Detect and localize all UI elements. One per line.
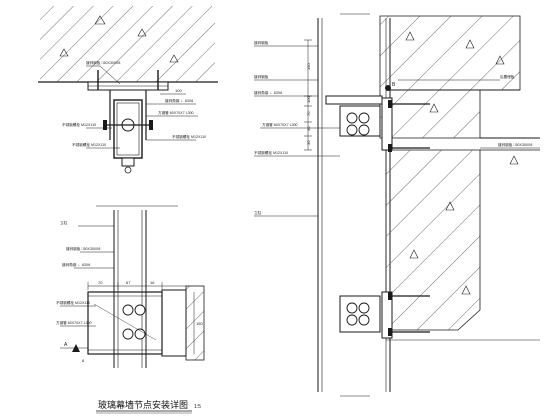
label-bolt-b: 不锈钢螺栓 M12X110 bbox=[56, 300, 90, 305]
aggregate-mark bbox=[461, 285, 471, 295]
right-detail: 150 100 70 40 30 镀锌钢板 镀锌钢板 镀锌角钢 ∟ 63X6 方… bbox=[254, 13, 540, 397]
label-tube-a: 方钢管 60X70X7 L300 bbox=[158, 110, 194, 115]
right-label-6: 立柱 bbox=[254, 210, 262, 215]
tag-b: B bbox=[392, 82, 396, 88]
label-angle-steel: 镀锌角钢 ∟ 63X6 bbox=[165, 98, 193, 103]
tag-a: A bbox=[64, 342, 68, 348]
dim-70: 70 bbox=[98, 280, 103, 285]
right-dim-150: 150 bbox=[306, 63, 311, 70]
label-steel-top: 100 bbox=[175, 88, 182, 93]
aggregate-mark bbox=[409, 249, 419, 259]
embed-plate-b bbox=[161, 289, 187, 357]
bolt-symbol bbox=[134, 304, 146, 316]
right-label-4: 方钢管 60X70X7 L300 bbox=[262, 122, 298, 127]
right-dim-30: 30 bbox=[306, 140, 311, 145]
label-right-top: 立柱 bbox=[60, 220, 68, 225]
bottom-left-detail: 70 67 16 150 A 8 立柱 镀锌钢板 □50X300X8 镀锌角钢 … bbox=[56, 205, 205, 368]
right-dim-100: 100 bbox=[306, 96, 311, 103]
label-cap-plate-b: 镀锌钢板 □50X300X8 bbox=[66, 246, 100, 251]
right-label-1: 镀锌钢板 bbox=[254, 40, 269, 45]
dim-16: 16 bbox=[150, 280, 155, 285]
bolt-symbol bbox=[346, 302, 358, 314]
right-label-7: 后置埋板 bbox=[500, 74, 515, 79]
upper-slab bbox=[379, 15, 521, 139]
bolt-symbol bbox=[346, 314, 358, 326]
label-bolt-a-left: 不锈钢螺栓 M12X110 bbox=[62, 122, 96, 127]
lower-wall bbox=[385, 149, 481, 331]
aggregate-mark bbox=[169, 54, 179, 63]
drawing-title: 玻璃幕墙节点安装详图 bbox=[98, 399, 188, 410]
bolt-symbol bbox=[358, 314, 370, 326]
aggregate-mark bbox=[137, 28, 147, 37]
aggregate-mark bbox=[94, 15, 106, 25]
dim-8: 8 bbox=[82, 358, 85, 363]
bolt-symbol bbox=[346, 124, 358, 136]
right-label-5: 不锈钢螺栓 M12X110 bbox=[254, 150, 288, 155]
dim-67: 67 bbox=[126, 280, 131, 285]
bolt-symbol bbox=[358, 302, 370, 314]
dim-150: 150 bbox=[196, 321, 203, 326]
bolt-symbol bbox=[346, 112, 358, 124]
bolt-symbol bbox=[122, 328, 134, 340]
aggregate-mark bbox=[445, 201, 455, 211]
bolt-symbol bbox=[358, 112, 370, 124]
title-block: 玻璃幕墙节点安装详图 1:5 bbox=[96, 399, 201, 414]
right-label-2: 镀锌钢板 bbox=[254, 74, 269, 79]
label-angle-b: 镀锌角钢 ∟ 63X6 bbox=[62, 262, 90, 267]
label-tube-b: 方钢管 60X70X7 L300 bbox=[56, 320, 92, 325]
aggregate-mark bbox=[509, 155, 519, 165]
aggregate-mark bbox=[465, 39, 475, 49]
upper-bracket-plate bbox=[325, 95, 383, 105]
right-label-3: 镀锌角钢 ∟ 63X6 bbox=[254, 90, 282, 95]
right-dim-70: 70 bbox=[306, 111, 311, 116]
aggregate-mark bbox=[59, 48, 69, 57]
drawing-scale: 1:5 bbox=[194, 404, 201, 410]
top-left-detail: 镀锌钢板 □50X300X8 100 镀锌角钢 ∟ 63X6 方钢管 60X70… bbox=[38, 6, 218, 174]
aggregate-mark bbox=[495, 55, 505, 65]
right-label-8: 镀锌钢板 □50X300X8 bbox=[498, 142, 532, 147]
bolt-symbol bbox=[358, 124, 370, 136]
bolt-symbol bbox=[122, 304, 134, 316]
label-cap-plate-a: 镀锌钢板 □50X300X8 bbox=[86, 60, 120, 65]
lower-bracket bbox=[339, 295, 381, 333]
label-bolt-a-right: 不锈钢螺栓 M12X110 bbox=[172, 134, 206, 139]
bolt-symbol bbox=[134, 328, 146, 340]
aggregate-mark bbox=[429, 103, 439, 113]
right-dim-40: 40 bbox=[306, 126, 311, 131]
label-bolt-a-lower: 不锈钢螺栓 M12X110 bbox=[72, 142, 106, 147]
concrete-slab bbox=[40, 6, 215, 82]
aggregate-mark bbox=[405, 31, 415, 41]
